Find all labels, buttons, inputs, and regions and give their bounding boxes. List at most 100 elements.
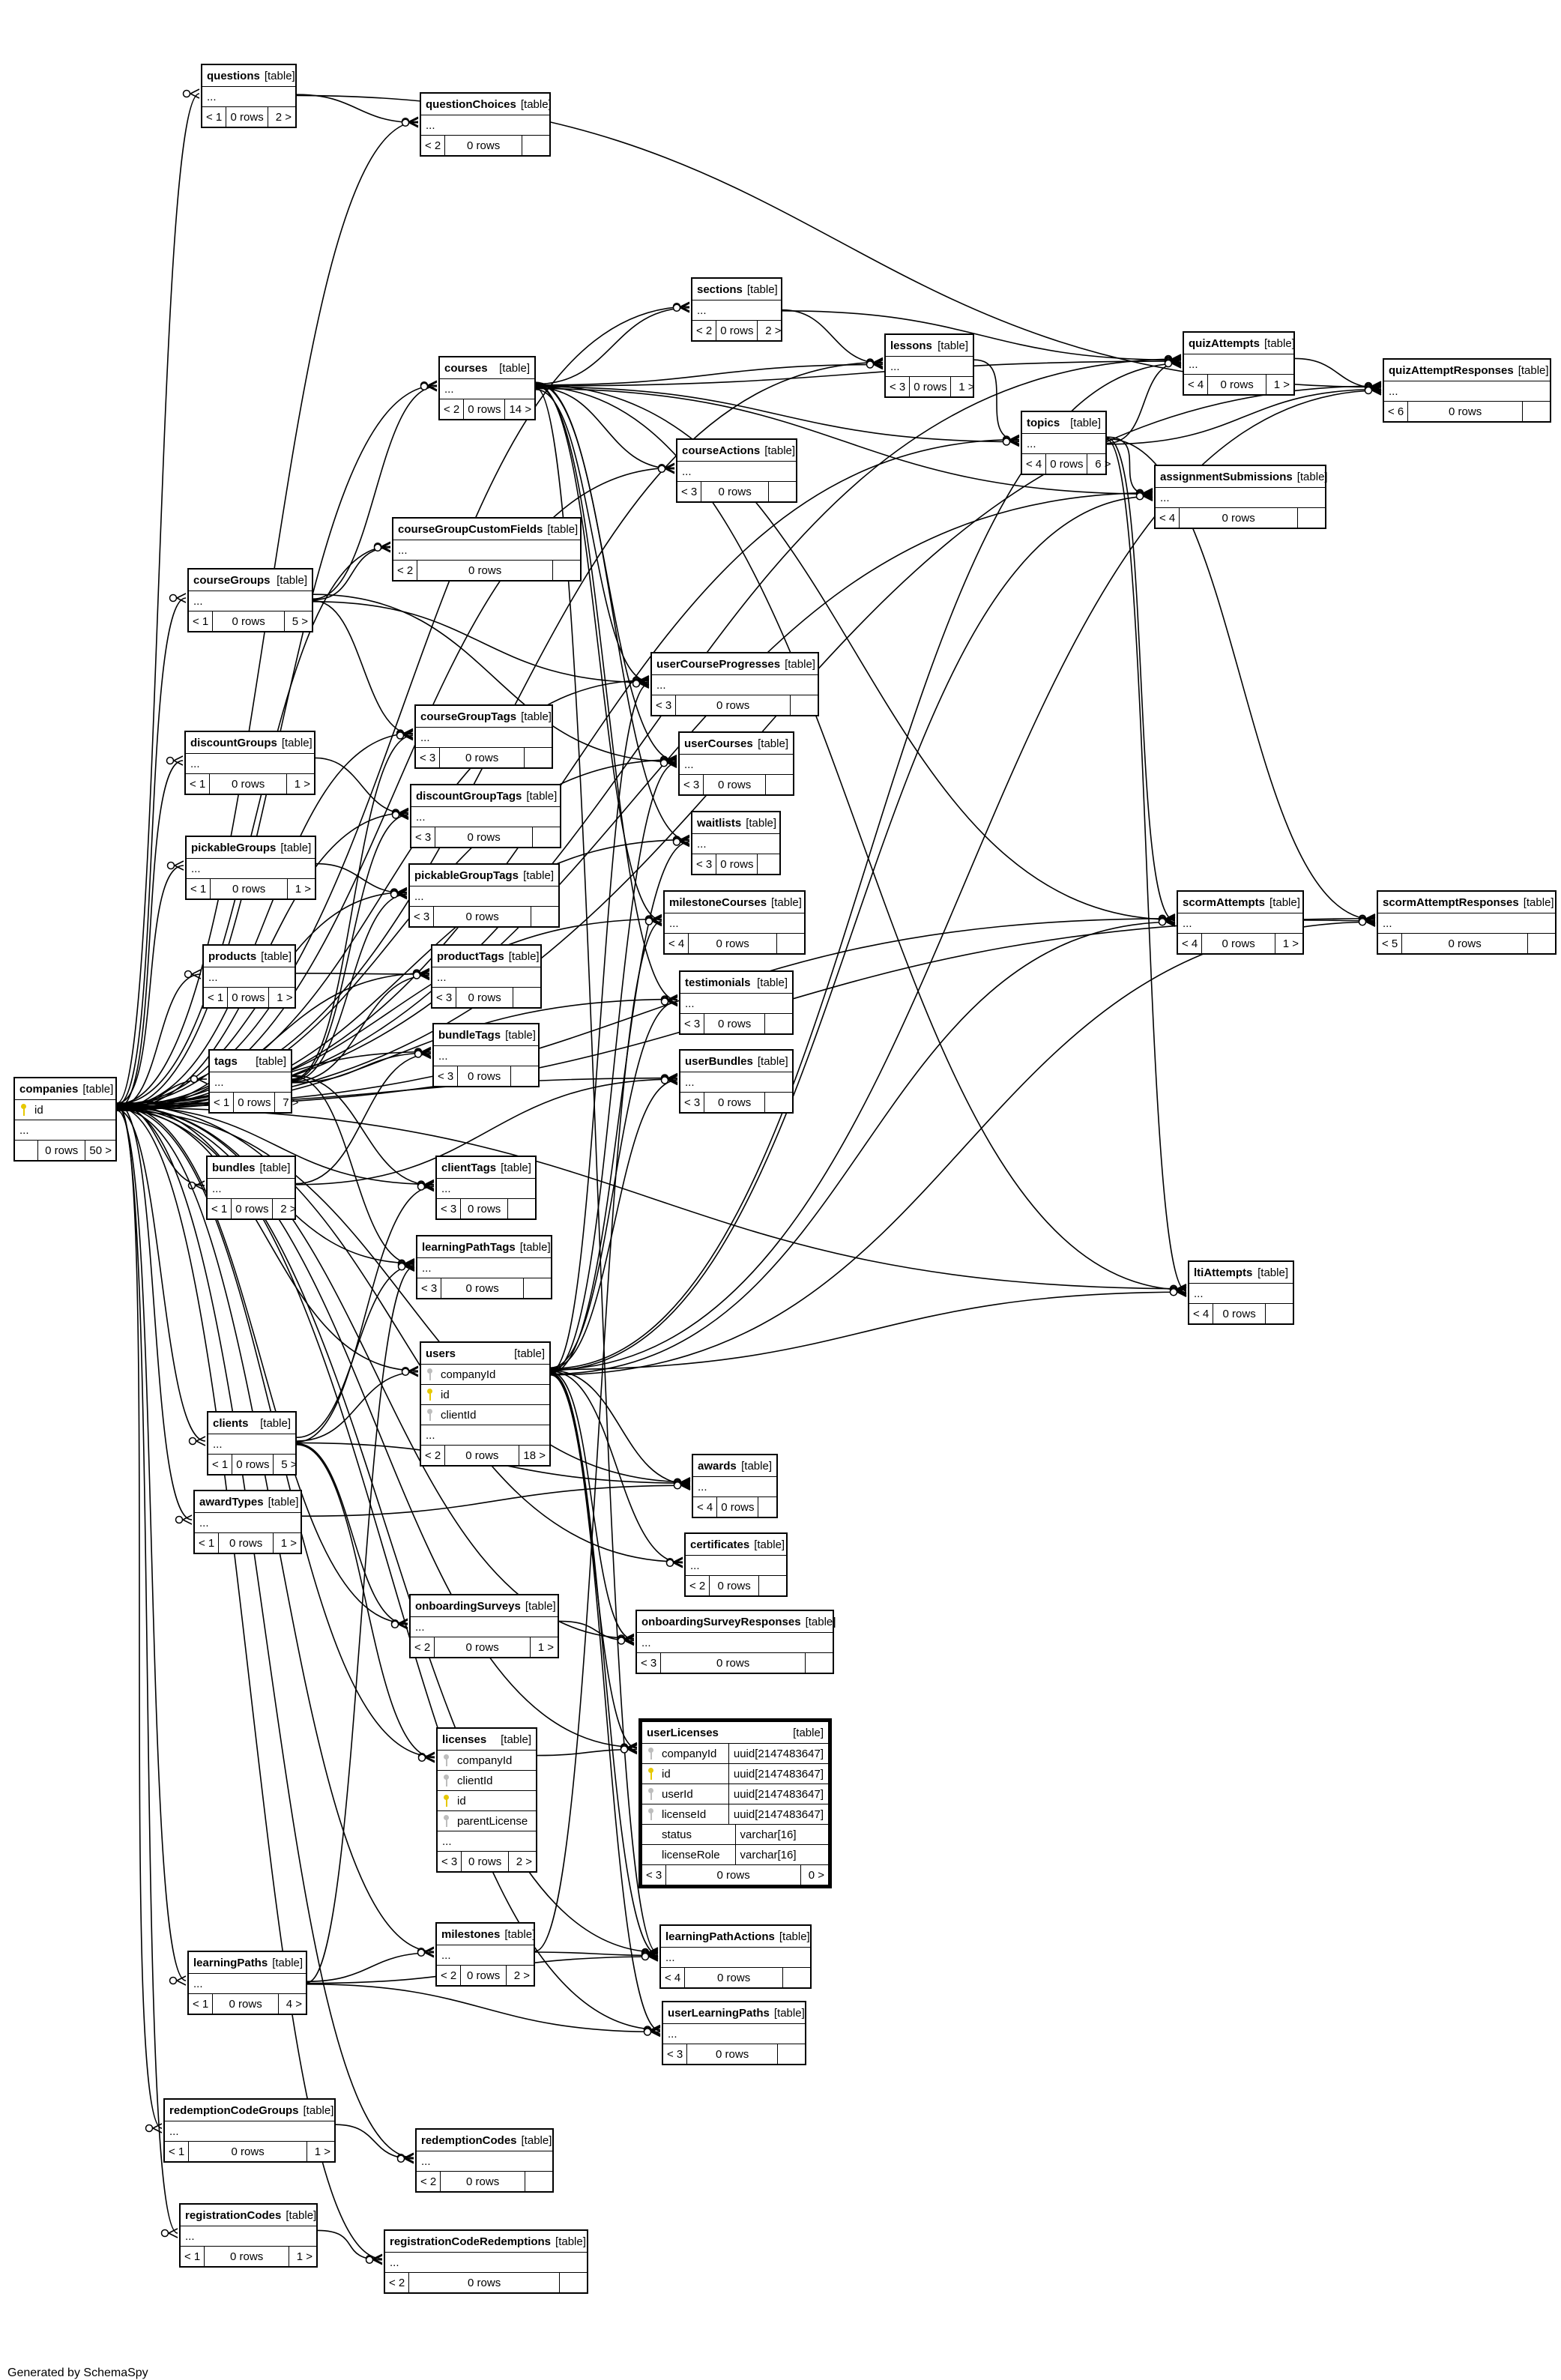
parent-count[interactable]: < 3: [438, 1852, 462, 1871]
row-count[interactable]: 0 rows: [685, 1968, 783, 1987]
child-count[interactable]: [525, 2172, 552, 2191]
child-count[interactable]: [508, 1199, 535, 1218]
row-count[interactable]: 0 rows: [1046, 454, 1088, 474]
table-registrationCodeRedemptions[interactable]: registrationCodeRedemptions[table]...< 2…: [384, 2229, 588, 2294]
row-count[interactable]: 0 rows: [717, 1497, 759, 1517]
parent-count[interactable]: < 2: [437, 1966, 462, 1985]
child-count[interactable]: [1528, 934, 1555, 953]
parent-count[interactable]: < 1: [208, 1455, 233, 1474]
row-count[interactable]: 0 rows: [716, 321, 758, 340]
parent-count[interactable]: < 3: [437, 1199, 462, 1218]
child-count[interactable]: 5 >: [281, 1458, 298, 1471]
child-count[interactable]: [522, 136, 549, 155]
child-count[interactable]: [783, 1968, 810, 1987]
row-count[interactable]: 0 rows: [38, 1141, 86, 1160]
parent-count[interactable]: < 2: [421, 136, 446, 155]
row-count[interactable]: 0 rows: [456, 988, 513, 1007]
child-count[interactable]: 1 >: [277, 991, 293, 1004]
parent-count[interactable]: < 3: [663, 2044, 688, 2064]
row-count[interactable]: 0 rows: [210, 774, 287, 794]
row-count[interactable]: 0 rows: [234, 1093, 276, 1112]
row-count[interactable]: 0 rows: [910, 377, 952, 396]
parent-count[interactable]: < 2: [411, 1637, 435, 1657]
parent-count[interactable]: < 4: [661, 1968, 686, 1987]
parent-count[interactable]: < 2: [440, 399, 465, 419]
row-count[interactable]: 0 rows: [213, 1994, 279, 2014]
parent-count[interactable]: < 2: [417, 2172, 441, 2191]
child-count[interactable]: 2 >: [765, 324, 782, 337]
child-count[interactable]: [759, 1576, 786, 1595]
row-count[interactable]: 0 rows: [461, 1966, 507, 1985]
row-count[interactable]: 0 rows: [434, 907, 531, 926]
child-count[interactable]: 1 >: [295, 882, 311, 895]
child-count[interactable]: 2 >: [513, 1969, 530, 1982]
child-count[interactable]: [765, 1014, 792, 1033]
row-count[interactable]: 0 rows: [461, 1199, 508, 1218]
row-count[interactable]: 0 rows: [704, 775, 766, 794]
row-count[interactable]: 0 rows: [441, 1278, 524, 1298]
child-count[interactable]: [513, 988, 540, 1007]
child-count[interactable]: 5 >: [292, 614, 308, 628]
child-count[interactable]: 4 >: [286, 1997, 302, 2011]
row-count[interactable]: 0 rows: [417, 561, 553, 580]
row-count[interactable]: 0 rows: [1213, 1304, 1266, 1323]
child-count[interactable]: 1 >: [1273, 378, 1290, 391]
parent-count[interactable]: < 3: [680, 775, 704, 794]
parent-count[interactable]: < 3: [677, 482, 702, 501]
parent-count[interactable]: < 3: [416, 748, 441, 767]
row-count[interactable]: 0 rows: [701, 482, 769, 501]
parent-count[interactable]: < 2: [393, 561, 418, 580]
parent-count[interactable]: < 4: [693, 1497, 718, 1517]
row-count[interactable]: 0 rows: [211, 879, 288, 898]
row-count[interactable]: 0 rows: [226, 107, 268, 127]
row-count[interactable]: 0 rows: [189, 2142, 307, 2161]
child-count[interactable]: [778, 2044, 805, 2064]
child-count[interactable]: [531, 907, 558, 926]
parent-count[interactable]: < 3: [410, 907, 435, 926]
parent-count[interactable]: < 1: [210, 1093, 235, 1112]
parent-count[interactable]: < 2: [385, 2273, 410, 2292]
parent-count[interactable]: < 4: [1178, 934, 1203, 953]
parent-count[interactable]: < 1: [189, 611, 214, 631]
parent-count[interactable]: [15, 1141, 38, 1160]
child-count[interactable]: 1 >: [280, 1536, 297, 1550]
row-count[interactable]: 0 rows: [232, 1455, 274, 1474]
parent-count[interactable]: < 3: [642, 1865, 667, 1885]
child-count[interactable]: 6 >: [1095, 457, 1111, 471]
child-count[interactable]: 1 >: [958, 380, 975, 393]
parent-count[interactable]: < 1: [204, 988, 229, 1007]
row-count[interactable]: 0 rows: [666, 1865, 801, 1885]
parent-count[interactable]: < 2: [692, 321, 717, 340]
parent-count[interactable]: < 4: [665, 934, 689, 953]
parent-count[interactable]: < 3: [652, 695, 677, 715]
parent-count[interactable]: < 1: [187, 879, 211, 898]
row-count[interactable]: 0 rows: [445, 1446, 520, 1465]
row-count[interactable]: 0 rows: [689, 934, 777, 953]
row-count[interactable]: 0 rows: [1408, 402, 1523, 421]
child-count[interactable]: 1 >: [314, 2145, 330, 2158]
child-count[interactable]: 14 >: [509, 402, 532, 416]
child-count[interactable]: [791, 695, 818, 715]
